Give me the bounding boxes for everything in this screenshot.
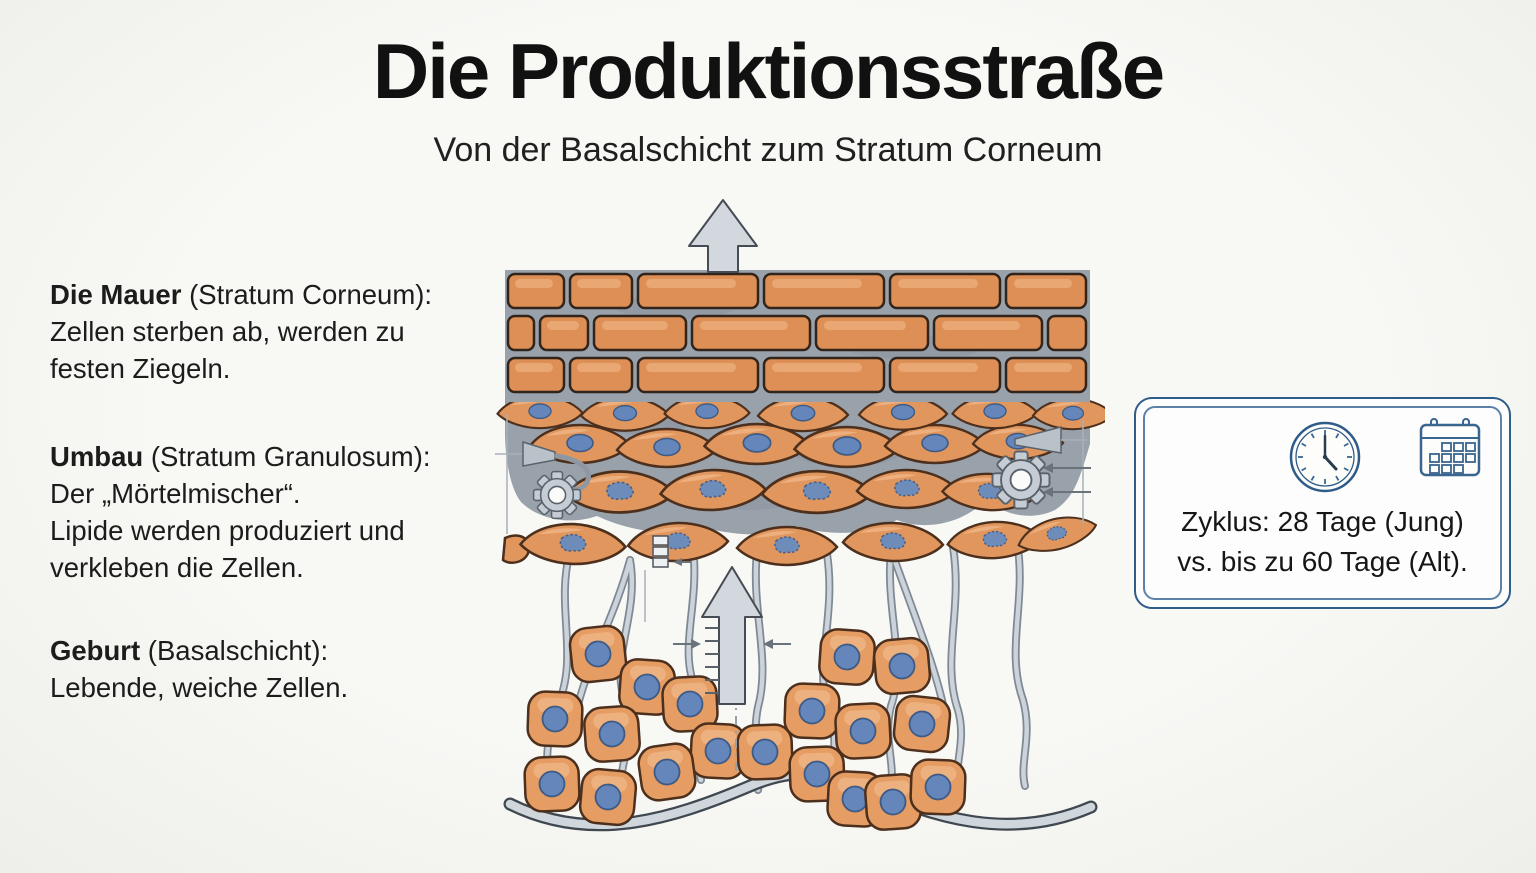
note-line: Der „Mörtelmischer“. bbox=[50, 478, 301, 509]
note-line: festen Ziegeln. bbox=[50, 353, 231, 384]
note-lead: Die Mauer bbox=[50, 279, 182, 310]
basal-cell bbox=[833, 701, 893, 761]
basal-cell bbox=[871, 635, 933, 697]
funnel-icon bbox=[522, 440, 556, 467]
cycle-line: Zyklus: 28 Tage (Jung) bbox=[1181, 506, 1464, 537]
basal-cell bbox=[577, 766, 639, 828]
clock-icon bbox=[1287, 419, 1363, 500]
note-line: Lipide werden produziert und bbox=[50, 515, 405, 546]
migration-up-arrow-icon bbox=[673, 566, 791, 777]
note-line: Zellen sterben ab, werden zu bbox=[50, 316, 405, 347]
basal-cell bbox=[782, 681, 842, 741]
left-annotations bbox=[495, 414, 691, 622]
basal-cell bbox=[735, 722, 795, 782]
cycle-info-box-inner-border bbox=[1143, 406, 1502, 600]
note-line: verkleben die Zellen. bbox=[50, 552, 304, 583]
note-heading: Umbau (Stratum Granulosum): bbox=[50, 438, 431, 475]
basal-cell bbox=[635, 740, 699, 804]
gear-icon bbox=[532, 470, 582, 520]
note-stratum-granulosum: Umbau (Stratum Granulosum): Der „Mörtelm… bbox=[50, 438, 431, 586]
note-lead: Geburt bbox=[50, 635, 141, 666]
right-annotations bbox=[991, 420, 1091, 524]
basal-cell bbox=[908, 757, 968, 817]
cycle-text: Zyklus: 28 Tage (Jung) vs. bis zu 60 Tag… bbox=[1136, 502, 1509, 582]
gear-icon bbox=[991, 450, 1051, 510]
calendar-icon bbox=[1417, 417, 1483, 484]
note-qualifier: (Basalschicht): bbox=[147, 635, 329, 666]
basal-cell bbox=[567, 623, 629, 685]
skin-layers-svg bbox=[495, 199, 1106, 833]
page-title: Die Produktionsstraße bbox=[372, 27, 1165, 115]
basal-cell bbox=[816, 626, 878, 688]
funnel-icon bbox=[1014, 426, 1062, 454]
note-stratum-corneum: Die Mauer (Stratum Corneum): Zellen ster… bbox=[50, 276, 432, 387]
cycle-line: vs. bis zu 60 Tage (Alt). bbox=[1177, 546, 1468, 577]
page-subtitle: Von der Basalschicht zum Stratum Corneum bbox=[433, 131, 1103, 169]
note-basalschicht: Geburt (Basalschicht): Lebende, weiche Z… bbox=[50, 632, 348, 706]
cycle-info-box: Zyklus: 28 Tage (Jung) vs. bis zu 60 Tag… bbox=[1134, 397, 1511, 609]
note-heading: Die Mauer (Stratum Corneum): bbox=[50, 276, 432, 313]
note-qualifier: (Stratum Granulosum): bbox=[150, 441, 431, 472]
note-line: Lebende, weiche Zellen. bbox=[50, 672, 349, 703]
note-heading: Geburt (Basalschicht): bbox=[50, 632, 348, 669]
skin-layers-illustration bbox=[495, 192, 1105, 852]
basal-cell bbox=[522, 754, 582, 814]
note-qualifier: (Stratum Corneum): bbox=[189, 279, 433, 310]
brick-row bbox=[506, 272, 1088, 394]
basal-cell bbox=[891, 693, 953, 755]
basal-cell bbox=[581, 703, 643, 765]
basal-cell bbox=[525, 689, 585, 749]
brick-stack-icon bbox=[652, 535, 669, 568]
note-lead: Umbau bbox=[50, 441, 144, 472]
up-arrow-icon bbox=[688, 199, 758, 273]
stratum-corneum-brick-wall bbox=[505, 270, 1090, 402]
flattened-cell bbox=[520, 522, 626, 566]
granulosum-cells bbox=[498, 396, 1106, 566]
brick-highlights bbox=[515, 279, 1072, 372]
